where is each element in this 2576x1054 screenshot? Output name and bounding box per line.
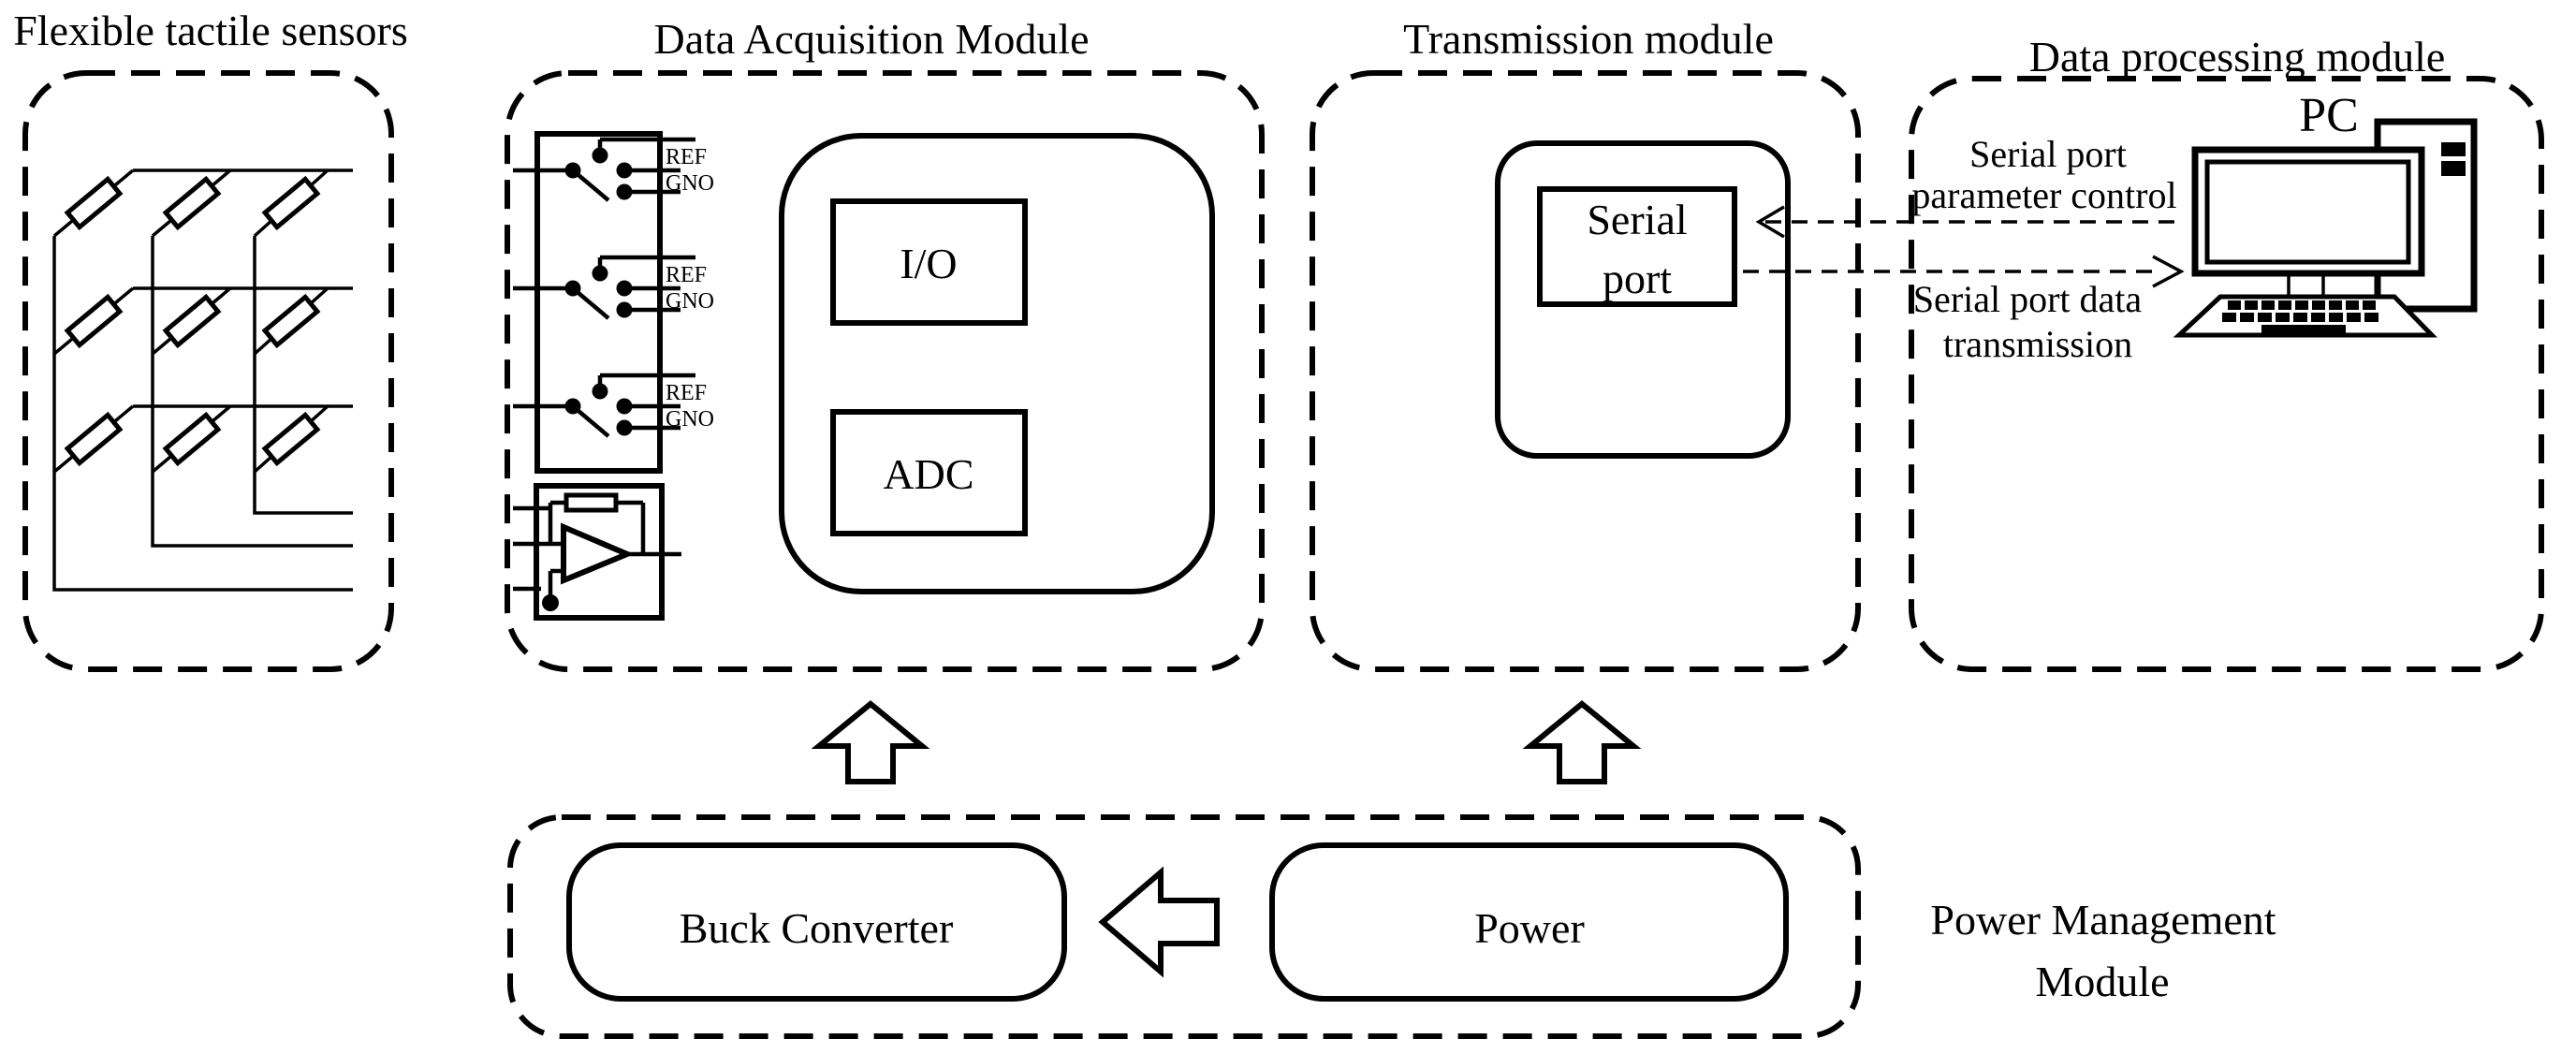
power-source-box <box>1269 842 1789 1002</box>
resistor-icon <box>261 175 321 231</box>
analog-switch-icon: REF GNO <box>513 137 714 202</box>
ref-label: REF <box>666 381 707 405</box>
resistor-icon <box>64 411 124 467</box>
power-module-title-line1: Power Management <box>1930 896 2276 944</box>
power-to-buck-arrow-icon <box>1098 866 1220 978</box>
opamp-triangle <box>561 522 635 585</box>
analog-switch-icon: REF GNO <box>513 373 714 438</box>
serial-port-label-line2: port <box>1603 255 1672 302</box>
resistor-icon <box>261 293 321 349</box>
opamp-icon <box>513 492 681 611</box>
power-source-label: Power <box>1474 904 1585 952</box>
tactile-sensor-array-icon <box>52 168 353 592</box>
pc-label: PC <box>2299 89 2359 142</box>
switch-bank-box <box>534 131 663 474</box>
buck-converter-box <box>566 842 1067 1002</box>
resistor-icon <box>64 175 124 231</box>
daq-module-box <box>505 70 1265 672</box>
data-transmission-label-line1: Serial port data <box>1913 278 2143 320</box>
pc-icon <box>2173 118 2478 338</box>
pc-spacebar <box>2261 325 2346 334</box>
resistor-icon <box>162 293 222 349</box>
transmission-module-title: Transmission module <box>1403 15 1774 63</box>
analog-switch-icon: REF GNO <box>513 255 714 320</box>
resistor-icon <box>261 411 321 467</box>
sensor-column-line <box>253 236 353 515</box>
arrowhead-right-icon <box>2152 255 2185 288</box>
daq-module-title: Data Acquisition Module <box>653 15 1089 63</box>
param-control-label-line2: parameter control <box>1911 174 2176 216</box>
io-label: I/O <box>900 240 957 287</box>
pc-keyboard-keys <box>2222 300 2378 334</box>
sensors-module-title: Flexible tactile sensors <box>13 7 408 54</box>
sensor-column-line <box>151 236 353 548</box>
param-control-label-line1: Serial port <box>1969 133 2127 175</box>
power-to-daq-arrow-icon <box>811 700 930 784</box>
serial-data-transmission-arrow <box>1743 255 2185 288</box>
data-transmission-label-line2: transmission <box>1943 323 2132 365</box>
gnd-label: GNO <box>666 407 714 432</box>
processing-module-title: Data processing module <box>2029 33 2446 81</box>
gnd-label: GNO <box>666 289 714 314</box>
resistor-icon <box>162 175 222 231</box>
sensors-module-box <box>22 70 394 672</box>
sensor-resistors <box>64 175 321 467</box>
gnd-label: GNO <box>666 171 714 196</box>
serial-port-box <box>1537 186 1737 307</box>
power-module-title-line2: Module <box>2035 958 2169 1005</box>
transmission-module-box <box>1310 70 1861 672</box>
resistor-icon <box>162 411 222 467</box>
ref-label: REF <box>666 263 707 287</box>
ref-label: REF <box>666 145 707 169</box>
serial-parameter-control-arrow <box>1755 205 2176 239</box>
adc-box <box>830 409 1028 536</box>
buck-converter-label: Buck Converter <box>680 904 954 952</box>
pc-screen <box>2204 159 2411 265</box>
arrowhead-left-icon <box>1755 205 1785 239</box>
serial-port-label-line1: Serial <box>1587 196 1687 243</box>
adc-label: ADC <box>883 450 973 498</box>
switch-bank: REF GNO REF GNO <box>513 137 714 438</box>
resistor-icon <box>64 293 124 349</box>
io-box <box>830 198 1028 326</box>
feedback-resistor-icon <box>564 492 619 513</box>
power-to-transmission-arrow-icon <box>1522 700 1642 784</box>
